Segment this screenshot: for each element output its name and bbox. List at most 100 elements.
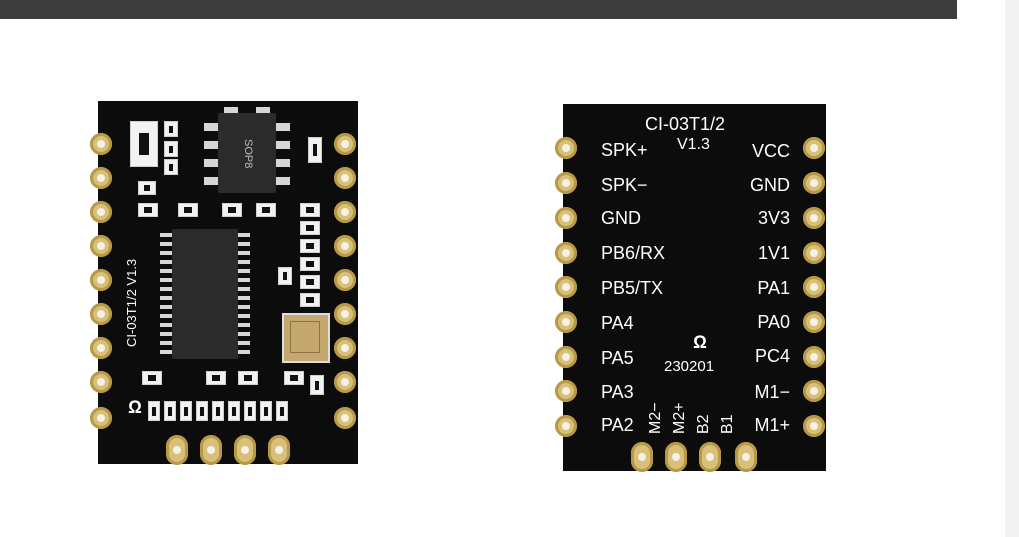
pad bbox=[555, 311, 577, 333]
pad bbox=[803, 242, 825, 264]
date-code: 230201 bbox=[664, 358, 715, 375]
pad bbox=[90, 371, 112, 393]
smd-component bbox=[256, 203, 276, 217]
pin-label: 1V1 bbox=[757, 243, 790, 263]
pad bbox=[555, 137, 577, 159]
chip-lead bbox=[204, 123, 218, 131]
pin-label: PB5/TX bbox=[601, 278, 664, 298]
pad bbox=[90, 133, 112, 155]
pin-label: PB6/RX bbox=[601, 243, 666, 263]
chip-tab bbox=[224, 107, 238, 113]
pin-label: PA2 bbox=[601, 415, 634, 435]
smd-component bbox=[300, 275, 320, 289]
bottom-pad bbox=[200, 435, 222, 465]
chip-lead bbox=[204, 177, 218, 185]
bottom-pad bbox=[735, 442, 757, 472]
pad bbox=[334, 269, 356, 291]
top-bar bbox=[0, 0, 957, 19]
capacitor bbox=[130, 121, 158, 167]
bottom-pad bbox=[631, 442, 653, 472]
main-ic-chip bbox=[172, 229, 238, 359]
smd-component bbox=[138, 203, 158, 217]
smd-component bbox=[206, 371, 226, 385]
pad bbox=[803, 276, 825, 298]
smd-component bbox=[310, 375, 324, 395]
chip-lead bbox=[276, 159, 290, 167]
sop8-chip: SOP8 bbox=[218, 113, 276, 193]
bottom-pad bbox=[268, 435, 290, 465]
pad bbox=[334, 167, 356, 189]
pad bbox=[90, 337, 112, 359]
smd-component bbox=[164, 121, 178, 137]
chip-lead bbox=[276, 177, 290, 185]
pad bbox=[90, 235, 112, 257]
pad bbox=[90, 303, 112, 325]
pad bbox=[334, 201, 356, 223]
pad bbox=[334, 371, 356, 393]
pad bbox=[555, 380, 577, 402]
pin-label: SPK+ bbox=[601, 140, 648, 160]
board-title: CI-03T1/2 bbox=[645, 114, 726, 134]
board-model-label: CI-03T1/2 V1.3 bbox=[124, 258, 139, 347]
pin-label: B2 bbox=[695, 414, 712, 434]
pad bbox=[803, 137, 825, 159]
smd-component bbox=[142, 371, 162, 385]
pin-label: PA5 bbox=[601, 348, 634, 368]
smd-component bbox=[164, 141, 178, 157]
pad bbox=[334, 133, 356, 155]
logo-icon: Ω bbox=[128, 397, 142, 417]
pad bbox=[803, 207, 825, 229]
smd-component bbox=[178, 203, 198, 217]
pad bbox=[334, 337, 356, 359]
pin-label: PA4 bbox=[601, 313, 634, 333]
smd-component bbox=[300, 257, 320, 271]
board-version: V1.3 bbox=[677, 136, 710, 153]
pin-label: GND bbox=[750, 175, 790, 195]
smd-component bbox=[238, 371, 258, 385]
pad bbox=[90, 201, 112, 223]
smd-component bbox=[300, 293, 320, 307]
bottom-pad bbox=[665, 442, 687, 472]
pin-label: PC4 bbox=[754, 346, 790, 366]
pin-label: SPK− bbox=[601, 175, 648, 195]
brand-logo-icon: Ω bbox=[693, 332, 707, 352]
pin-label: PA1 bbox=[757, 278, 790, 298]
pin-label: 3V3 bbox=[757, 208, 790, 228]
pad bbox=[803, 380, 825, 402]
pad bbox=[555, 415, 577, 437]
pad bbox=[555, 276, 577, 298]
pad bbox=[555, 207, 577, 229]
pin-label: VCC bbox=[751, 141, 790, 161]
pad bbox=[555, 346, 577, 368]
pad bbox=[334, 407, 356, 429]
smd-component bbox=[164, 159, 178, 175]
smd-component bbox=[300, 203, 320, 217]
pin-label: PA3 bbox=[601, 382, 634, 402]
pad bbox=[555, 242, 577, 264]
pad bbox=[803, 172, 825, 194]
pin-label: GND bbox=[601, 208, 641, 228]
pin-label: B1 bbox=[719, 414, 736, 434]
smd-component bbox=[222, 203, 242, 217]
pin-label: M2+ bbox=[671, 402, 688, 434]
smd-component bbox=[308, 137, 322, 163]
chip-tab bbox=[256, 107, 270, 113]
pad bbox=[803, 346, 825, 368]
chip-marking: SOP8 bbox=[242, 139, 254, 169]
chip-lead bbox=[204, 141, 218, 149]
smd-component bbox=[278, 267, 292, 285]
pad bbox=[555, 172, 577, 194]
pin-label: PA0 bbox=[757, 312, 790, 332]
pcb-back-board: CI-03T1/2 V1.3 SPK+ SPK− GND PB6/RX PB5/… bbox=[555, 104, 826, 472]
smd-component bbox=[284, 371, 304, 385]
pin-label: M1− bbox=[754, 382, 790, 402]
smd-component bbox=[300, 239, 320, 253]
pad bbox=[803, 415, 825, 437]
pin-label: M2− bbox=[647, 402, 664, 434]
chip-lead bbox=[204, 159, 218, 167]
bottom-pad bbox=[234, 435, 256, 465]
pad bbox=[334, 235, 356, 257]
bottom-pad bbox=[166, 435, 188, 465]
smd-component bbox=[300, 221, 320, 235]
pad bbox=[334, 303, 356, 325]
